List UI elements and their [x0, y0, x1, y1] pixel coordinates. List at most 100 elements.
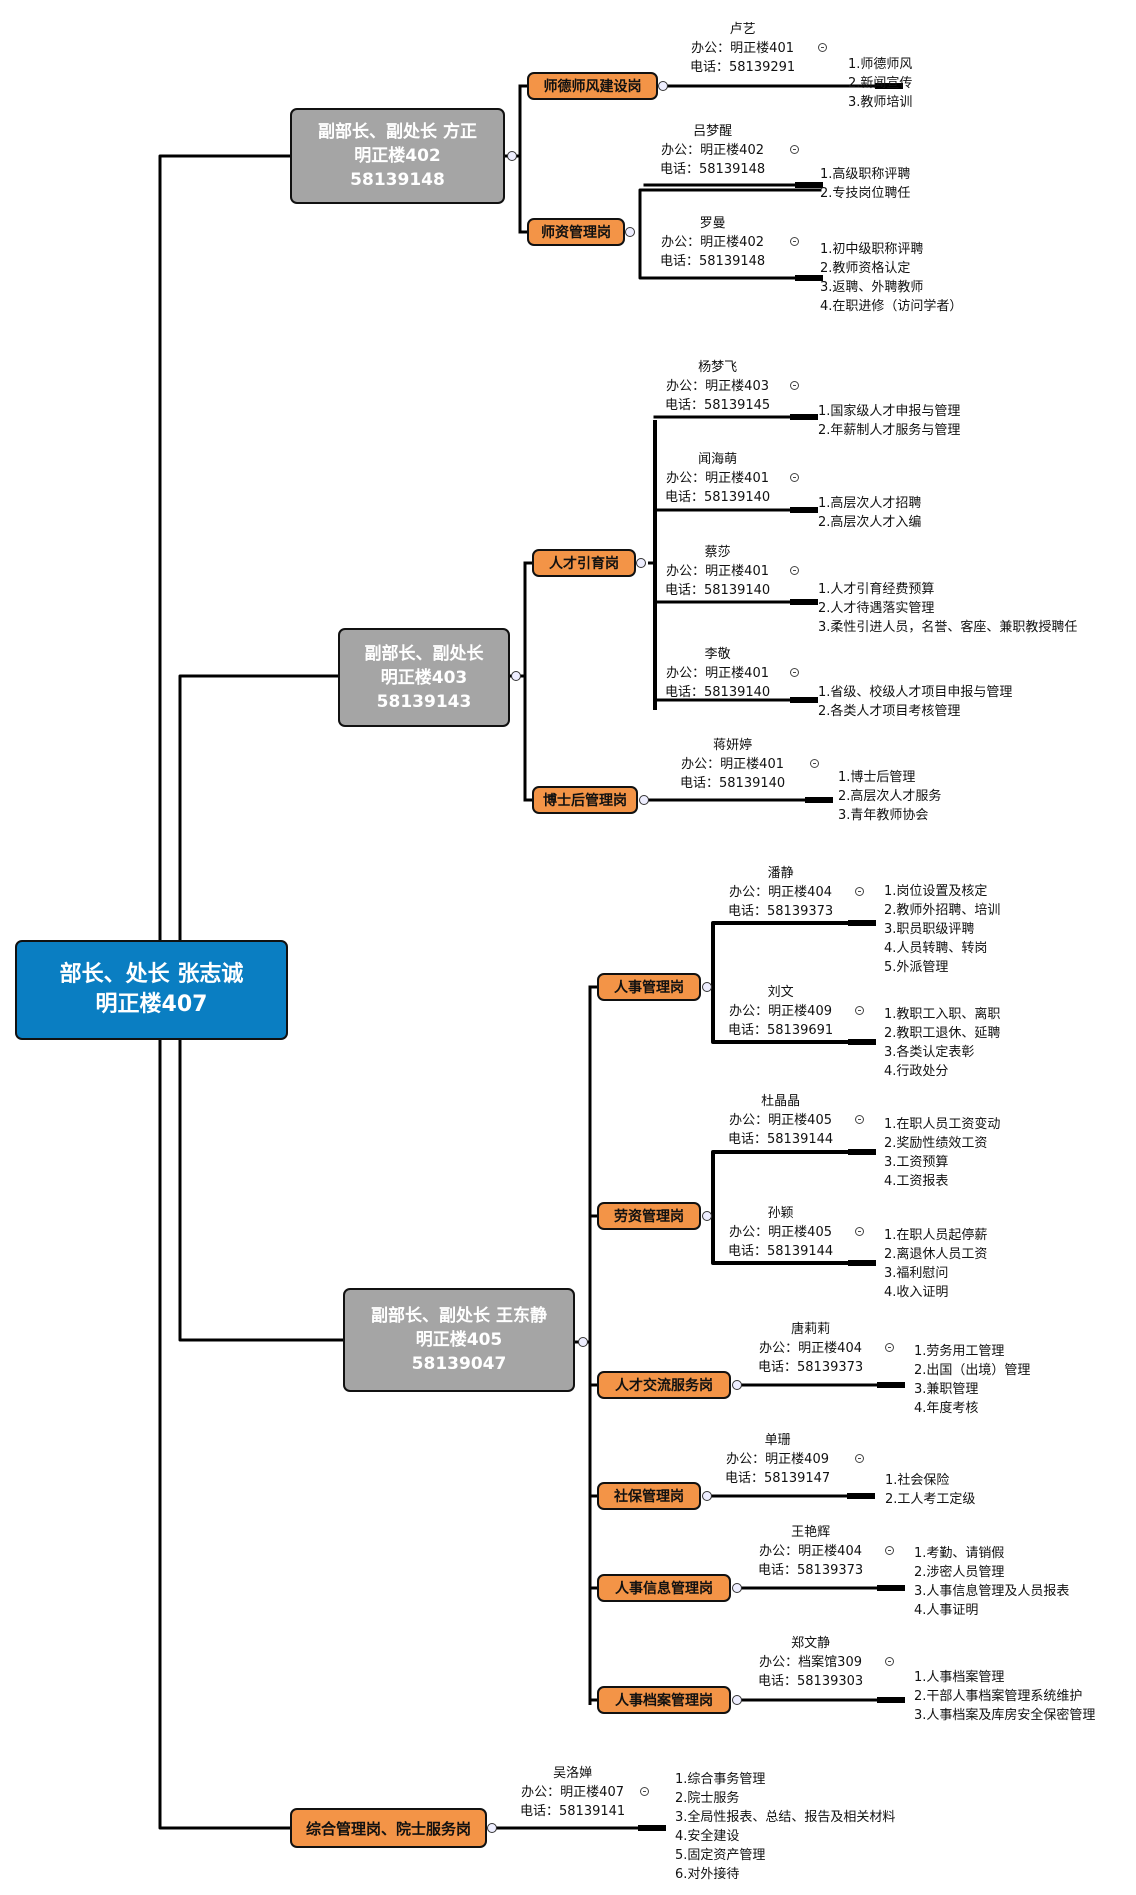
post-node[interactable]: 师德师风建设岗 — [527, 72, 658, 100]
collapse-toggle[interactable] — [702, 982, 712, 992]
duty-item: 4.工资报表 — [884, 1174, 949, 1189]
post-node[interactable]: 社保管理岗 — [597, 1482, 701, 1510]
collapse-icon[interactable] — [818, 43, 827, 52]
collapse-toggle[interactable] — [487, 1823, 497, 1833]
collapse-icon[interactable] — [790, 145, 799, 154]
staff-phone: 电话：58139144 — [728, 1244, 834, 1259]
collapse-icon[interactable] — [855, 1454, 864, 1463]
staff-office: 办公：档案馆309 — [759, 1655, 862, 1670]
collapse-icon[interactable] — [810, 759, 819, 768]
duty-item: 1.在职人员工资变动 — [884, 1117, 1001, 1132]
duty-item: 2.工人考工定级 — [885, 1492, 976, 1507]
collapse-icon[interactable] — [640, 1787, 649, 1796]
staff-name: 卢艺 — [729, 22, 756, 37]
collapse-icon[interactable] — [855, 1006, 864, 1015]
deputy-3-collapse[interactable] — [578, 1337, 588, 1347]
duty-item: 2.涉密人员管理 — [914, 1565, 1005, 1580]
collapse-icon[interactable] — [790, 566, 799, 575]
post-node[interactable]: 人事档案管理岗 — [597, 1686, 731, 1714]
duty-item: 1.综合事务管理 — [675, 1772, 766, 1787]
staff-phone: 电话：58139148 — [660, 254, 766, 269]
collapse-icon[interactable] — [885, 1657, 894, 1666]
duty-item: 4.年度考核 — [914, 1401, 979, 1416]
duty-item: 2.奖励性绩效工资 — [884, 1136, 988, 1151]
staff-name: 杨梦飞 — [698, 360, 738, 375]
deputy-node-fangzheng[interactable]: 副部长、副处长 方正 明正楼402 58139148 — [290, 108, 505, 204]
staff-office: 办公：明正楼404 — [729, 885, 832, 900]
duty-item: 2.离退休人员工资 — [884, 1247, 988, 1262]
duty-item: 1.人才引育经费预算 — [818, 582, 935, 597]
duty-item: 1.国家级人才申报与管理 — [818, 404, 961, 419]
collapse-icon[interactable] — [790, 668, 799, 677]
duty-item: 3.职员职级评聘 — [884, 922, 975, 937]
post-node[interactable]: 人才交流服务岗 — [597, 1371, 731, 1399]
duty-item: 2.专技岗位聘任 — [820, 186, 911, 201]
post-node[interactable]: 劳资管理岗 — [597, 1202, 701, 1230]
collapse-toggle[interactable] — [639, 795, 649, 805]
duty-item: 3.全局性报表、总结、报告及相关材料 — [675, 1810, 896, 1825]
duty-item: 3.返聘、外聘教师 — [820, 280, 924, 295]
staff-name: 孙颖 — [767, 1206, 794, 1221]
root-node-director[interactable]: 部长、处长 张志诚 明正楼407 — [15, 940, 288, 1040]
collapse-icon[interactable] — [790, 381, 799, 390]
collapse-icon[interactable] — [855, 1227, 864, 1236]
collapse-toggle[interactable] — [732, 1583, 742, 1593]
duty-item: 3.人事档案及库房安全保密管理 — [914, 1708, 1096, 1723]
collapse-toggle[interactable] — [732, 1695, 742, 1705]
duty-item: 1.省级、校级人才项目申报与管理 — [818, 685, 1013, 700]
collapse-icon[interactable] — [790, 473, 799, 482]
deputy-node-403[interactable]: 副部长、副处长 明正楼403 58139143 — [338, 628, 510, 727]
staff-name: 单珊 — [764, 1433, 791, 1448]
collapse-toggle[interactable] — [658, 81, 668, 91]
post-node[interactable]: 人事管理岗 — [597, 973, 701, 1001]
staff-name: 王艳辉 — [791, 1525, 831, 1540]
duty-list: 1.国家级人才申报与管理 2.年薪制人才服务与管理 — [818, 402, 960, 440]
post-node[interactable]: 人才引育岗 — [532, 549, 636, 577]
staff-phone: 电话：58139373 — [728, 904, 834, 919]
deputy-title: 副部长、副处长 — [364, 643, 484, 664]
duty-item: 6.对外接待 — [675, 1867, 740, 1882]
collapse-icon[interactable] — [855, 887, 864, 896]
staff-office: 办公：明正楼407 — [521, 1785, 624, 1800]
post-node[interactable]: 综合管理岗、院士服务岗 — [290, 1808, 487, 1848]
staff-phone: 电话：58139148 — [660, 162, 766, 177]
deputy-phone: 58139148 — [350, 170, 445, 190]
collapse-icon[interactable] — [885, 1343, 894, 1352]
collapse-icon[interactable] — [855, 1115, 864, 1124]
collapse-toggle[interactable] — [702, 1211, 712, 1221]
staff-office: 办公：明正楼409 — [726, 1452, 829, 1467]
post-node[interactable]: 师资管理岗 — [527, 218, 625, 246]
deputy-1-collapse[interactable] — [507, 151, 517, 161]
deputy-node-wangdongjing[interactable]: 副部长、副处长 王东静 明正楼405 58139047 — [343, 1288, 575, 1392]
collapse-toggle[interactable] — [702, 1491, 712, 1501]
collapse-icon[interactable] — [790, 237, 799, 246]
duty-item: 2.教职工退休、延聘 — [884, 1026, 1001, 1041]
collapse-icon[interactable] — [885, 1546, 894, 1555]
collapse-toggle[interactable] — [732, 1380, 742, 1390]
staff-office: 办公：明正楼402 — [661, 143, 764, 158]
duty-item: 1.教职工入职、离职 — [884, 1007, 1001, 1022]
deputy-2-collapse[interactable] — [511, 671, 521, 681]
duty-item: 2.年薪制人才服务与管理 — [818, 423, 961, 438]
collapse-toggle[interactable] — [625, 227, 635, 237]
collapse-toggle[interactable] — [636, 558, 646, 568]
post-node[interactable]: 人事信息管理岗 — [597, 1574, 731, 1602]
duty-item: 4.收入证明 — [884, 1285, 949, 1300]
post-node[interactable]: 博士后管理岗 — [532, 786, 638, 814]
duty-item: 3.教师培训 — [848, 95, 913, 110]
staff-phone: 电话：58139373 — [758, 1563, 864, 1578]
staff-phone: 电话：58139147 — [725, 1471, 831, 1486]
staff-office: 办公：明正楼403 — [666, 379, 769, 394]
